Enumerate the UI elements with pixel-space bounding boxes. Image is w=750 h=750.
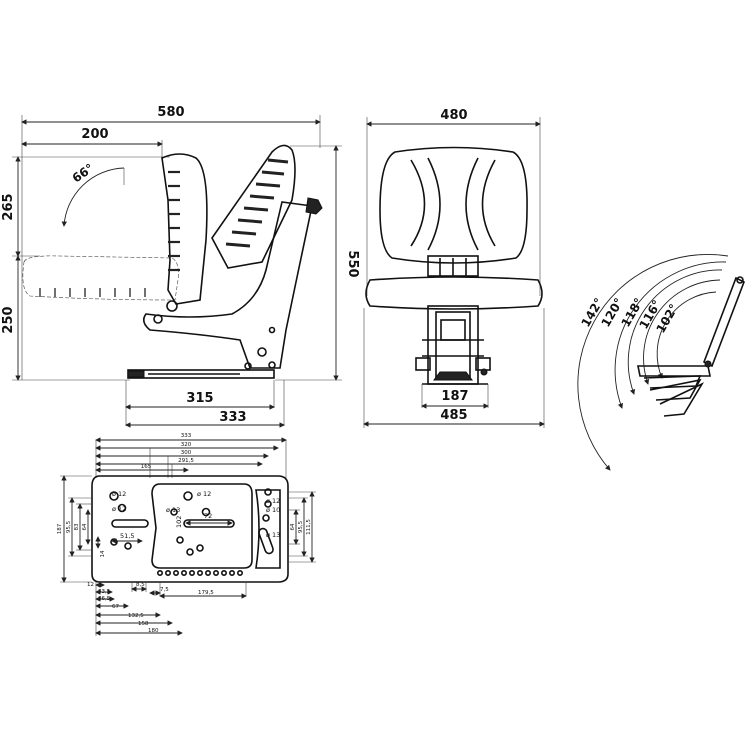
plate-dim-36-5: 36,5 (98, 596, 111, 602)
dim-480: 480 (440, 108, 467, 123)
side-view: 580 200 265 250 550 66° (1, 105, 360, 428)
plate-dim-7-5: 7,5 (160, 587, 169, 593)
hole-label-4: ø 13 (166, 506, 180, 514)
plate-dim-51-5: 51,5 (120, 532, 134, 540)
dim-187: 187 (441, 389, 468, 404)
plate-dim-8-5: 8,5 (136, 582, 145, 588)
plate-dim-111-5: 111,5 (306, 519, 312, 535)
plate-dim-95-5-left: 95,5 (66, 520, 72, 533)
plate-dim-12: 12 (87, 582, 94, 588)
plate-dim-102: 102 (175, 516, 183, 528)
dim-485: 485 (440, 408, 467, 423)
plate-dim-64-left: 64 (82, 523, 88, 530)
plate-dim-165: 165 (141, 464, 152, 470)
plate-dim-64-right: 64 (290, 523, 296, 530)
plate-dim-180: 180 (148, 628, 159, 634)
plate-dim-291-5: 291,5 (178, 458, 194, 464)
dim-580: 580 (157, 105, 184, 120)
dim-250: 250 (1, 306, 16, 333)
hole-label-1: ø 12 (112, 490, 126, 498)
plate-dim-179-5: 179,5 (198, 590, 214, 596)
hole-label-2: ø 12 (112, 505, 126, 513)
plate-dim-300: 300 (181, 450, 192, 456)
hole-label-6: ø 12 (266, 497, 280, 505)
dim-550: 550 (345, 250, 360, 277)
plate-dim-320: 320 (181, 442, 192, 448)
suspension-arc-view: 142° 120° 118° 116° 102° (577, 253, 746, 471)
plate-dim-67: 67 (112, 604, 119, 610)
plate-dim-14: 14 (100, 550, 106, 557)
angle-66: 66° (70, 161, 97, 185)
hole-label-5: ø 10 (266, 506, 280, 514)
plate-dim-83: 83 (74, 523, 80, 530)
hole-label-7: ø 13 (266, 531, 280, 539)
plate-dim-333: 333 (181, 433, 192, 439)
front-view: 480 187 485 (363, 108, 545, 428)
dim-265: 265 (1, 193, 16, 220)
plate-dim-33-5: 33,5 (98, 589, 111, 595)
plate-dim-158: 158 (138, 621, 149, 627)
mounting-plate: 333 320 300 291,5 165 (57, 433, 316, 636)
dim-333: 333 (219, 410, 246, 425)
dim-200: 200 (81, 127, 108, 142)
plate-dim-72: 72 (204, 512, 212, 520)
hole-label-3: ø 12 (197, 490, 211, 498)
plate-dim-95-5-right: 95,5 (298, 520, 304, 533)
dim-315: 315 (186, 391, 213, 406)
plate-dim-132-5: 132,5 (128, 613, 144, 619)
plate-dim-187: 187 (57, 523, 63, 534)
